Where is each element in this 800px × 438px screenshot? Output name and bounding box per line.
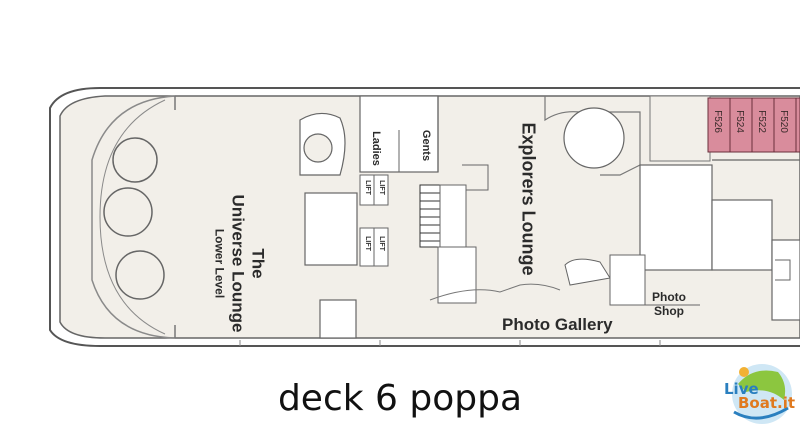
universe-lounge-label: The Universe Lounge Lower Level [212,194,268,334]
universe-lounge-line2: Universe Lounge [228,194,248,333]
service-block [304,192,358,266]
lift-label: LIFT [377,236,385,251]
deck-caption: deck 6 poppa [277,378,523,419]
photo-gallery-label: Photo Gallery [502,315,613,334]
photo-shop-line1: Photo [652,290,686,304]
table-circle [112,137,158,183]
aft-seating-arc [91,95,176,339]
cabin-label: F520 [777,110,789,133]
cabin-label: F522 [755,110,767,133]
gents-label: Gents [420,129,433,162]
table-circle [103,187,153,237]
logo-word1: Live [724,380,759,398]
cabin-label: F526 [711,110,723,133]
staircase [419,184,441,248]
photo-shop-label: Photo Shop [652,290,686,319]
bar-round [563,107,625,169]
liveboat-logo [732,364,792,424]
photo-shop-line2: Shop [654,304,684,319]
explorers-lounge-label: Explorers Lounge [518,122,539,276]
lift-label: LIFT [363,180,371,195]
table-circle [115,250,165,300]
universe-lounge-line3: Lower Level [212,228,227,299]
cabin-label: F524 [733,110,745,133]
universe-lounge-line1: The [248,248,268,279]
logo-word2: Boat.it [738,394,796,412]
room-block [639,164,713,271]
lift-label: LIFT [377,180,385,195]
lift-label: LIFT [363,236,371,251]
ladies-label: Ladies [369,131,382,166]
